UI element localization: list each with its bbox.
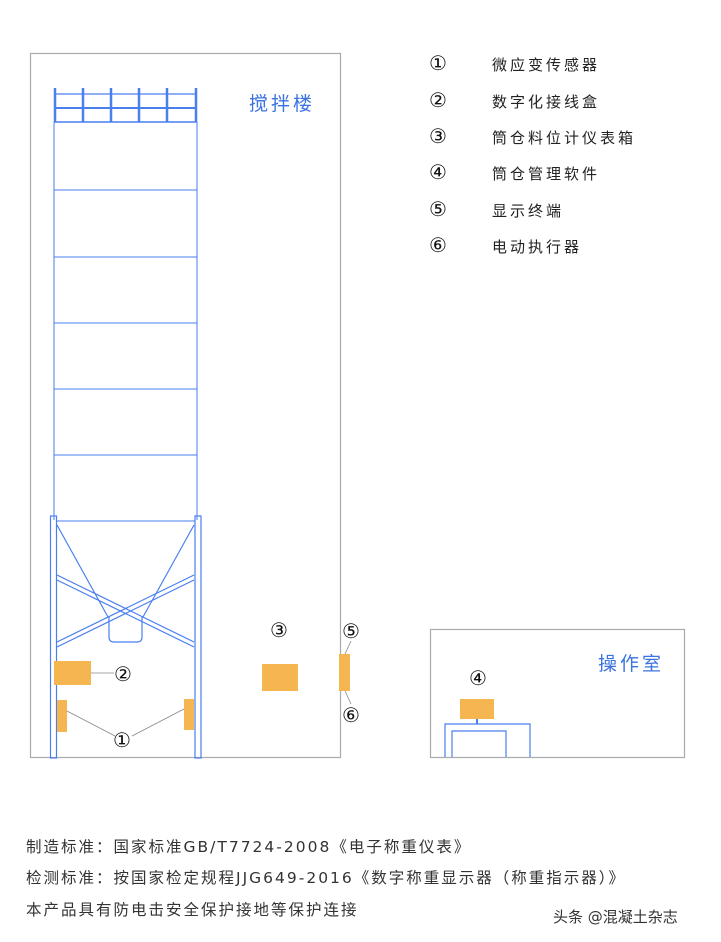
marker-5: ⑤ bbox=[342, 619, 360, 643]
legend-text: 数字化接线盒 bbox=[492, 93, 601, 111]
marker-6: ⑥ bbox=[342, 703, 360, 727]
operator-desk bbox=[444, 723, 531, 757]
silo-legs bbox=[49, 515, 202, 759]
silo-railing bbox=[53, 88, 198, 123]
legend-text: 显示终端 bbox=[492, 202, 565, 220]
legend-text: 电动执行器 bbox=[492, 238, 583, 256]
leader-lines bbox=[66, 640, 478, 737]
operation-room-label: 操作室 bbox=[598, 653, 665, 675]
legend-num: ⑤ bbox=[429, 197, 447, 221]
legend-num: ① bbox=[429, 51, 447, 75]
silo bbox=[49, 88, 202, 759]
marker-2: ② bbox=[114, 662, 132, 686]
junction-box-device bbox=[54, 661, 91, 685]
footer-testing-standard: 检测标准：按国家检定规程JJG649-2016《数字称重显示器（称重指示器）》 bbox=[26, 869, 627, 887]
legend-num: ③ bbox=[429, 124, 447, 148]
mixing-building-outline bbox=[29, 52, 342, 759]
legend-num: ⑥ bbox=[429, 233, 447, 257]
footer-safety-note: 本产品具有防电击安全保护接地等保护连接 bbox=[26, 901, 359, 919]
silo-cross-brace bbox=[56, 574, 195, 648]
legend-num: ② bbox=[429, 88, 447, 112]
legend-text: 微应变传感器 bbox=[492, 56, 601, 74]
software-monitor-device bbox=[460, 699, 494, 719]
mixing-building-label: 搅拌楼 bbox=[249, 93, 316, 115]
display-actuator-device bbox=[339, 654, 350, 691]
silo-hopper bbox=[56, 524, 195, 643]
marker-4: ④ bbox=[469, 666, 487, 690]
level-meter-box-device bbox=[262, 664, 298, 691]
sensor-right-device bbox=[184, 699, 194, 730]
legend-text: 筒仓料位计仪表箱 bbox=[492, 129, 637, 147]
marker-1: ① bbox=[113, 728, 131, 752]
marker-3: ③ bbox=[270, 618, 288, 642]
footer-manufacturing-standard: 制造标准：国家标准GB/T7724-2008《电子称重仪表》 bbox=[26, 838, 472, 856]
silo-body bbox=[53, 122, 198, 522]
watermark: 头条 @混凝土杂志 bbox=[553, 908, 678, 926]
legend-num: ④ bbox=[429, 160, 447, 184]
operation-room-outline bbox=[429, 628, 686, 759]
legend-text: 筒仓管理软件 bbox=[492, 165, 601, 183]
sensor-left-device bbox=[57, 700, 67, 732]
